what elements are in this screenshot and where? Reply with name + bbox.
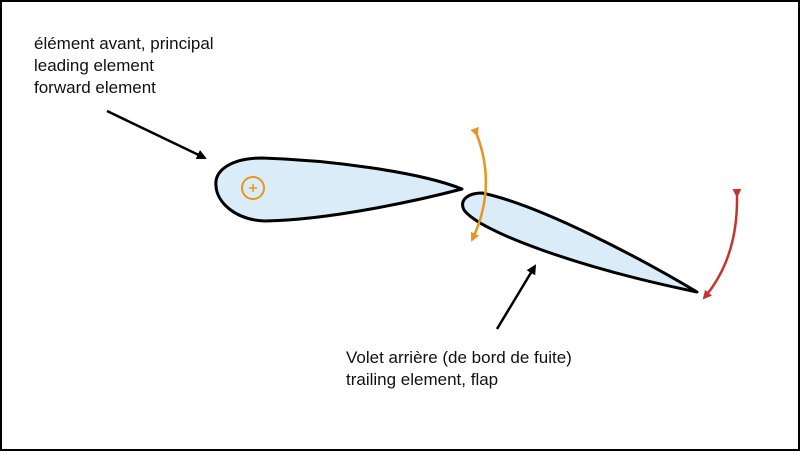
flap-rotation-arrow-icon	[470, 126, 488, 242]
trailing-element-label: Volet arrière (de bord de fuite) trailin…	[346, 347, 572, 391]
trailing-element-flap	[461, 191, 699, 294]
leading-label-line-3: forward element	[34, 78, 156, 97]
leading-element-airfoil	[214, 156, 464, 223]
trailing-label-line-1: Volet arrière (de bord de fuite)	[346, 348, 572, 367]
trailing-edge-rotation-arrow-icon	[702, 188, 742, 300]
pivot-point-icon	[241, 176, 265, 200]
trailing-element-pointer-arrow	[495, 264, 537, 330]
leading-element-label: élément avant, principal leading element…	[34, 33, 214, 99]
leading-element-pointer-arrow	[106, 109, 207, 160]
leading-label-line-1: élément avant, principal	[34, 34, 214, 53]
trailing-label-line-2: trailing element, flap	[346, 370, 499, 389]
leading-label-line-2: leading element	[34, 56, 155, 75]
